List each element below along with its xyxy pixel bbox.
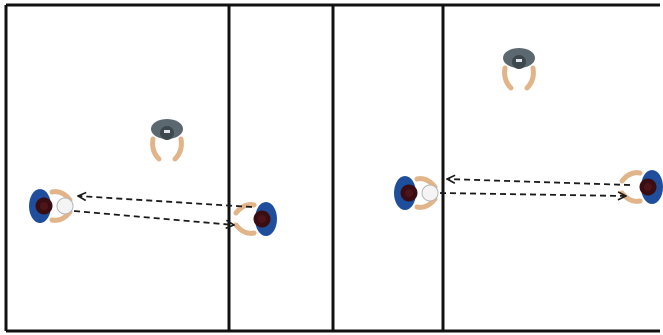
pass-arrow: [78, 196, 253, 208]
pass-arrow: [73, 210, 234, 225]
right-court: [394, 48, 663, 210]
player-icon: [151, 119, 183, 159]
ball-icon: [56, 197, 74, 215]
pass-arrow: [447, 179, 631, 186]
court-lines: [4, 3, 660, 333]
player-icon: [503, 48, 535, 88]
ball-icon: [421, 184, 439, 202]
player-icon: [622, 170, 663, 204]
pass-arrow: [439, 193, 626, 196]
player-icon: [236, 202, 277, 236]
left-court: [29, 119, 277, 236]
